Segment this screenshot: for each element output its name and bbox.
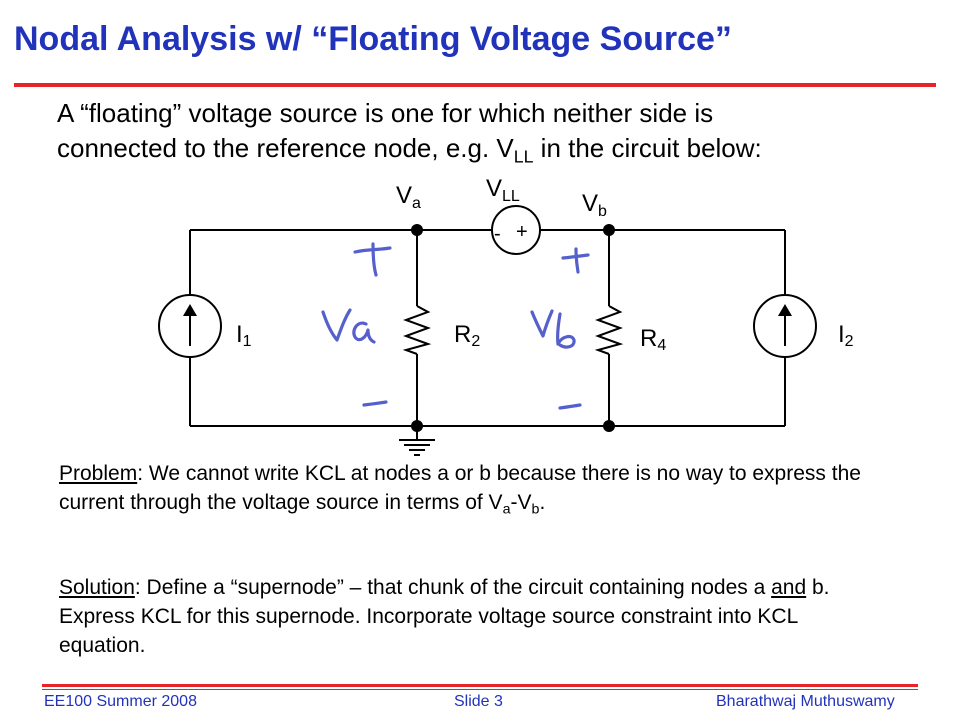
slide-title: Nodal Analysis w/ “Floating Voltage Sour… — [14, 20, 732, 58]
i2-label: I2 — [838, 321, 854, 350]
ground-symbol — [399, 439, 435, 456]
r2-label: R2 — [454, 321, 480, 350]
node-a-label: Va — [396, 182, 421, 212]
hand-vb — [530, 309, 576, 349]
resistor-r4 — [594, 305, 624, 355]
hand-minus-b — [558, 403, 582, 410]
footer-rule-thin — [42, 689, 918, 690]
problem-paragraph: Problem: We cannot write KCL at nodes a … — [59, 462, 861, 518]
source-minus-sign: - — [494, 223, 501, 245]
circuit-wires — [189, 229, 786, 440]
node-bottom-right-dot — [603, 420, 615, 432]
current-source-i1 — [158, 294, 222, 358]
node-b-dot — [603, 224, 615, 236]
hand-plus-a — [353, 242, 392, 277]
voltage-source-vll — [491, 205, 541, 255]
node-a-dot — [411, 224, 423, 236]
hand-minus-a — [362, 400, 388, 407]
footer-course: EE100 Summer 2008 — [44, 693, 197, 710]
intro-line-1: A “floating” voltage source is one for w… — [57, 98, 714, 128]
solution-paragraph: Solution: Define a “supernode” – that ch… — [59, 576, 830, 657]
footer-rule-thick — [42, 684, 918, 687]
node-bottom-left-dot — [411, 420, 423, 432]
intro-text: A “floating” voltage source is one for w… — [57, 96, 937, 166]
handwritten-annotations — [321, 242, 590, 410]
resistor-r2 — [402, 305, 432, 355]
hand-plus-b — [561, 247, 590, 274]
i1-label: I1 — [236, 321, 252, 350]
hand-va — [321, 308, 376, 344]
intro-line-2: connected to the reference node, e.g. VL… — [57, 133, 762, 167]
footer-slide-number: Slide 3 — [454, 693, 503, 710]
footer-author: Bharathwaj Muthuswamy — [716, 693, 895, 710]
title-underline — [14, 83, 936, 87]
vll-label: VLL — [486, 175, 520, 205]
current-source-i2 — [753, 294, 817, 358]
source-plus-sign: + — [516, 221, 528, 243]
node-b-label: Vb — [582, 190, 607, 220]
r4-label: R4 — [640, 325, 666, 354]
